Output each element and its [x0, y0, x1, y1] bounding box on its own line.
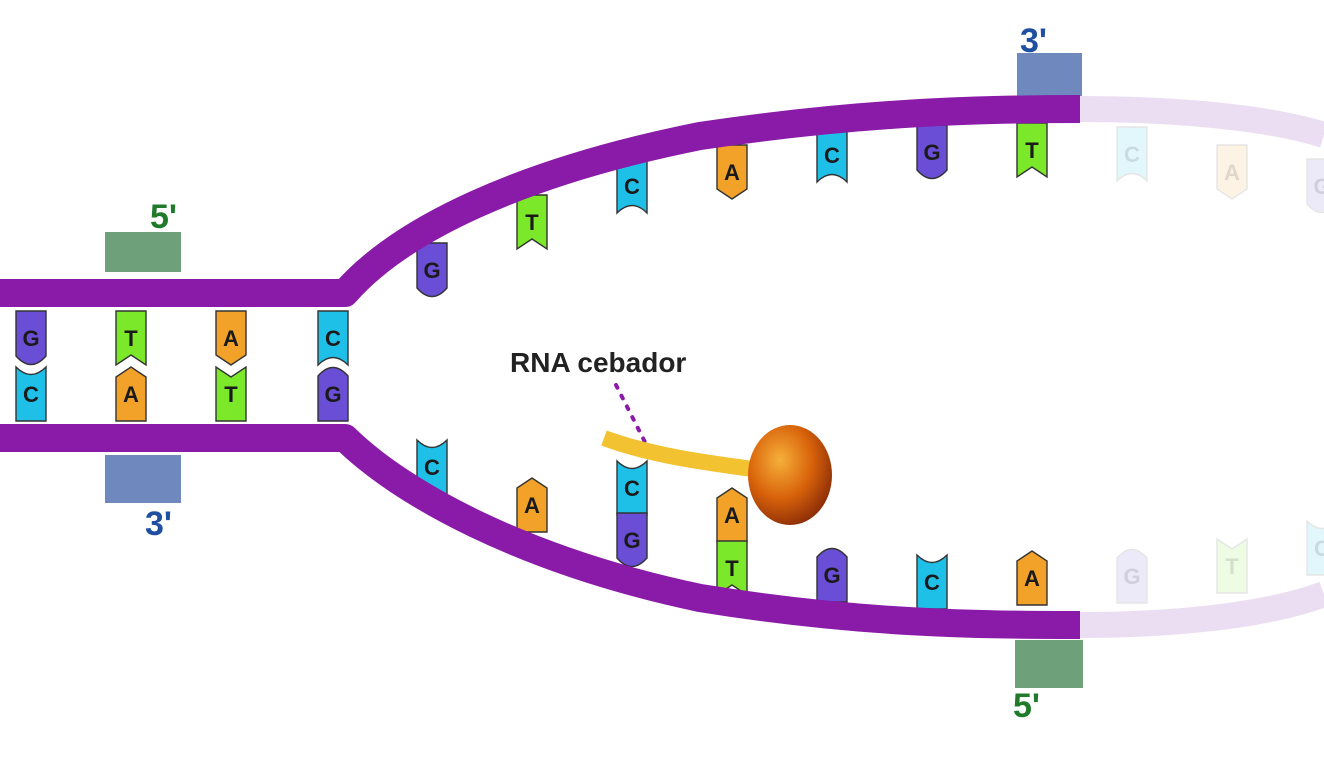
upper-strand-faded-base-1-letter: A	[1224, 160, 1240, 185]
upper-strand-base-5-letter: G	[923, 140, 940, 165]
lower-strand-base-6	[1016, 550, 1048, 606]
primer-label: RNA cebador	[510, 347, 686, 378]
paired-base-top-2-shape	[215, 310, 247, 366]
complementary-base-3-letter: T	[725, 556, 739, 581]
primase-enzyme	[748, 425, 832, 525]
paired-base-bottom-0-shape	[15, 365, 47, 422]
upper-strand-base-5	[916, 124, 948, 180]
paired-base-bottom-1-shape	[115, 366, 147, 422]
upper-strand-base-1	[516, 194, 548, 251]
lower-strand-base-0-letter: C	[424, 455, 440, 480]
paired-base-bottom-3-shape	[317, 366, 349, 422]
paired-base-top-1-letter: T	[124, 326, 138, 351]
three-prime-end-marker-top-right	[1017, 53, 1082, 98]
upper-strand-base-3-shape	[716, 144, 748, 200]
label-five-prime-top-left: 5'	[150, 198, 177, 236]
upper-strand-faded-base-2-letter: G	[1313, 174, 1324, 199]
lower-strand-base-2-shape	[616, 459, 648, 516]
upper-strand-base-4-letter: C	[824, 143, 840, 168]
bases-layer: G C T A A T C G G T C A C G T C A G C A C A G C A G T G T C	[15, 122, 1324, 610]
lower-strand-base-6-shape	[1016, 550, 1048, 606]
complementary-base-2-shape	[616, 512, 648, 568]
lower-strand-faded-base-1-letter: T	[1225, 554, 1239, 579]
lower-strand-base-2-letter: C	[624, 476, 640, 501]
paired-base-top-0	[15, 310, 47, 366]
rna-primer-strand	[601, 430, 762, 478]
paired-base-top-1-shape	[115, 310, 147, 367]
paired-base-top-0-letter: G	[22, 326, 39, 351]
lower-strand-backbone	[0, 424, 1081, 639]
paired-base-bottom-0-letter: C	[23, 382, 39, 407]
label-three-prime-top-right: 3'	[1020, 22, 1047, 60]
lower-strand-faded-base-1-shape	[1216, 537, 1248, 594]
upper-strand-base-3-letter: A	[724, 160, 740, 185]
upper-strand-faded-base-0	[1116, 126, 1148, 183]
lower-strand-base-1	[516, 477, 548, 533]
lower-strand-base-1-letter: A	[524, 493, 540, 518]
complementary-base-2-letter: G	[623, 528, 640, 553]
upper-strand-base-3	[716, 144, 748, 200]
primer-pointer	[614, 383, 650, 450]
paired-base-top-3-shape	[317, 310, 349, 367]
lower-strand-base-4	[816, 547, 848, 603]
upper-strand-base-0-letter: G	[423, 258, 440, 283]
upper-strand-faded-base-1	[1216, 144, 1248, 200]
five-prime-end-marker-bottom-right	[1015, 640, 1083, 688]
upper-strand-base-4-shape	[816, 127, 848, 184]
lower-strand-base-5-shape	[916, 553, 948, 610]
paired-base-bottom-3	[317, 366, 349, 422]
paired-base-top-2-letter: A	[223, 326, 239, 351]
lower-strand-base-3-letter: A	[724, 503, 740, 528]
lower-strand-base-2	[616, 459, 648, 516]
upper-strand-base-0-shape	[416, 242, 448, 298]
five-prime-end-marker-top-left	[105, 232, 181, 272]
lower-strand-faded-base-0-letter: G	[1123, 564, 1140, 589]
lower-strand-faded-base-0-shape	[1116, 548, 1148, 604]
paired-base-bottom-3-letter: G	[324, 382, 341, 407]
paired-base-top-3	[317, 310, 349, 367]
upper-strand-base-1-shape	[516, 194, 548, 251]
label-five-prime-bottom-right: 5'	[1013, 687, 1040, 725]
complementary-base-2	[616, 512, 648, 568]
upper-strand-base-2-shape	[616, 158, 648, 215]
upper-strand-faded-base-0-shape	[1116, 126, 1148, 183]
lower-strand-base-5	[916, 553, 948, 610]
lower-strand-base-4-letter: G	[823, 563, 840, 588]
paired-base-bottom-2-shape	[215, 365, 247, 422]
paired-base-top-0-shape	[15, 310, 47, 366]
paired-base-top-2	[215, 310, 247, 366]
upper-strand-faded-base-1-shape	[1216, 144, 1248, 200]
upper-strand-base-6-letter: T	[1025, 138, 1039, 163]
lower-strand-base-4-shape	[816, 547, 848, 603]
upper-strand-base-4	[816, 127, 848, 184]
three-prime-end-marker-bottom-left	[105, 455, 181, 503]
upper-strand-base-1-letter: T	[525, 210, 539, 235]
lower-strand-base-6-letter: A	[1024, 566, 1040, 591]
paired-base-top-3-letter: C	[325, 326, 341, 351]
lower-strand-faded-base-2-letter: C	[1314, 536, 1324, 561]
lower-strand-base-0	[416, 438, 448, 495]
lower-strand-base-5-letter: C	[924, 570, 940, 595]
upper-strand-base-2-letter: C	[624, 174, 640, 199]
upper-strand-faded	[1079, 96, 1324, 148]
lower-strand-faded-base-1	[1216, 537, 1248, 594]
lower-strand-faded-base-0	[1116, 548, 1148, 604]
lower-strand-base-0-shape	[416, 438, 448, 495]
upper-strand-base-5-shape	[916, 124, 948, 180]
paired-base-top-1	[115, 310, 147, 367]
upper-strand-base-2	[616, 158, 648, 215]
paired-base-bottom-0	[15, 365, 47, 422]
label-three-prime-bottom-left: 3'	[145, 505, 172, 543]
paired-base-bottom-2-letter: T	[224, 382, 238, 407]
paired-base-bottom-2	[215, 365, 247, 422]
upper-strand-faded-base-0-letter: C	[1124, 142, 1140, 167]
paired-base-bottom-1	[115, 366, 147, 422]
lower-strand-faded	[1079, 581, 1324, 638]
lower-strand-base-1-shape	[516, 477, 548, 533]
upper-strand-backbone	[0, 95, 1081, 307]
upper-strand-base-0	[416, 242, 448, 298]
paired-base-bottom-1-letter: A	[123, 382, 139, 407]
